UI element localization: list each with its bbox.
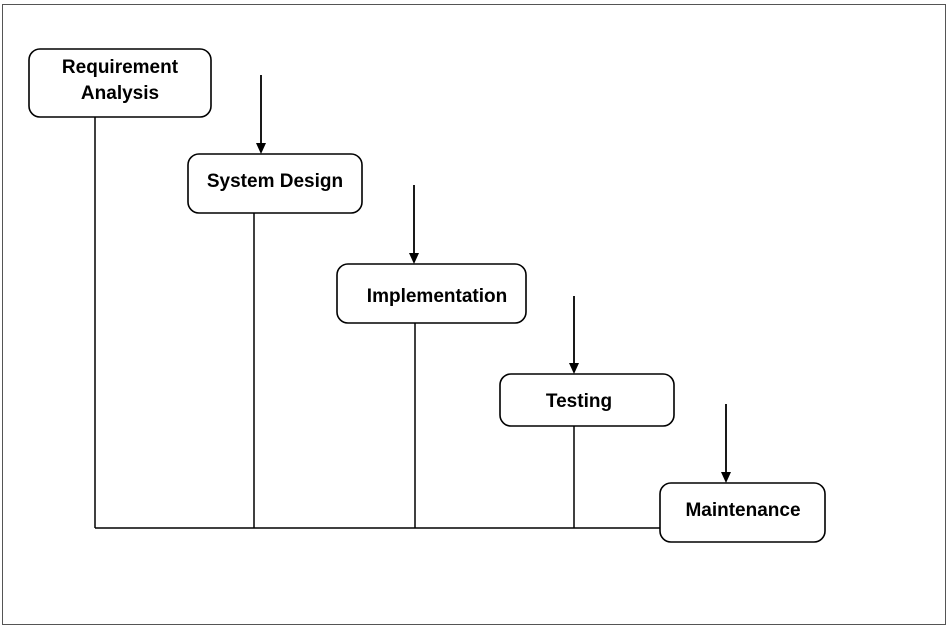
stage-implementation: Implementation	[336, 263, 527, 324]
arrow-to-testing	[569, 296, 579, 374]
stage-label-line: System Design	[207, 171, 343, 192]
stage-label-line: Analysis	[81, 83, 159, 104]
stage-box	[659, 482, 826, 543]
stage-label-line: Testing	[546, 391, 612, 412]
arrow-to-implementation	[409, 185, 419, 264]
stage-box	[499, 373, 675, 427]
stage-requirement-analysis: Requirement Analysis	[28, 48, 212, 118]
stage-maintenance: Maintenance	[659, 482, 826, 543]
stage-testing: Testing	[499, 373, 675, 427]
stage-label-line: Implementation	[367, 286, 507, 307]
stage-label-line: Maintenance	[685, 500, 800, 521]
arrow-to-system-design	[256, 75, 266, 154]
flow-arrows	[256, 75, 731, 483]
stage-box	[28, 48, 212, 118]
arrow-to-maintenance	[721, 404, 731, 483]
feedback-connectors	[94, 117, 661, 529]
stage-label-line: Requirement	[62, 57, 179, 78]
stage-box	[336, 263, 527, 324]
diagram-frame-border	[2, 4, 946, 625]
stage-system-design: System Design	[187, 153, 363, 214]
stage-box	[187, 153, 363, 214]
